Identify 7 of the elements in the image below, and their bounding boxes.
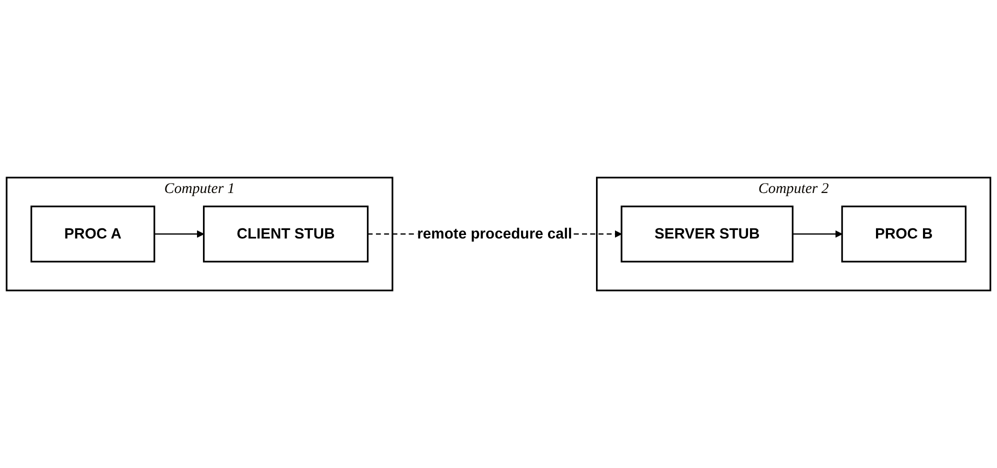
node-box: CLIENT STUB (202, 206, 369, 262)
arrow (154, 230, 204, 238)
node-box: PROC A (30, 206, 156, 262)
node-box: SERVER STUB (620, 206, 794, 262)
node-box: PROC B (841, 206, 966, 262)
arrow (792, 230, 842, 238)
edge-label: remote procedure call (417, 225, 572, 242)
